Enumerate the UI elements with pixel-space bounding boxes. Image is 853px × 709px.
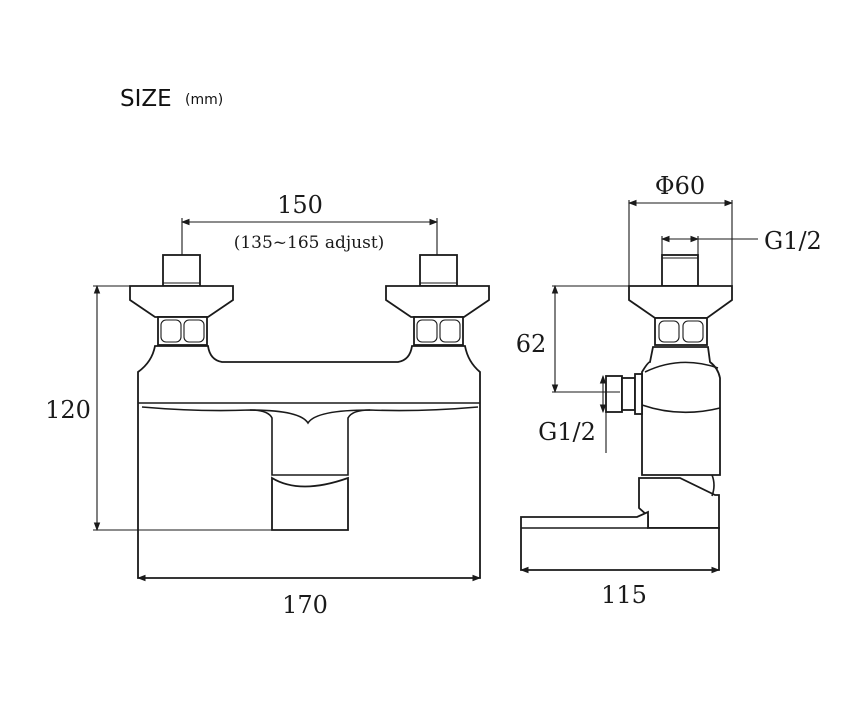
left-inlet-pipe — [162, 254, 201, 287]
mixer-body — [137, 345, 481, 579]
dim-label-phi60: Φ60 — [655, 172, 705, 200]
dim-label-150: 150 — [277, 191, 323, 219]
size-title: SIZE — [120, 86, 172, 112]
side-inlet-pipe — [661, 254, 699, 287]
front-view: 150 (135~165 adjust) 120 170 — [45, 191, 490, 619]
dim-label-120: 120 — [45, 396, 91, 424]
right-flange — [385, 285, 490, 318]
spout-outlet — [271, 476, 349, 531]
dim-label-170: 170 — [282, 591, 328, 619]
side-nut — [654, 317, 708, 346]
left-flange — [129, 285, 234, 318]
dim-adjust-note: (135~165 adjust) — [234, 233, 385, 253]
side-view: Φ60 G1/2 62 G1 — [516, 172, 822, 609]
right-nut — [413, 316, 464, 346]
size-unit: (mm) — [185, 92, 223, 108]
side-body — [641, 346, 721, 476]
side-lever — [638, 477, 720, 529]
right-inlet-pipe — [419, 254, 458, 287]
left-nut — [157, 316, 208, 346]
dim-label-62: 62 — [516, 330, 547, 358]
dim-label-top-thread: G1/2 — [764, 227, 822, 255]
dim-label-side-thread: G1/2 — [538, 418, 596, 446]
side-inlet-fitting — [605, 375, 623, 413]
side-flange — [628, 285, 733, 319]
dim-label-115: 115 — [601, 581, 647, 609]
